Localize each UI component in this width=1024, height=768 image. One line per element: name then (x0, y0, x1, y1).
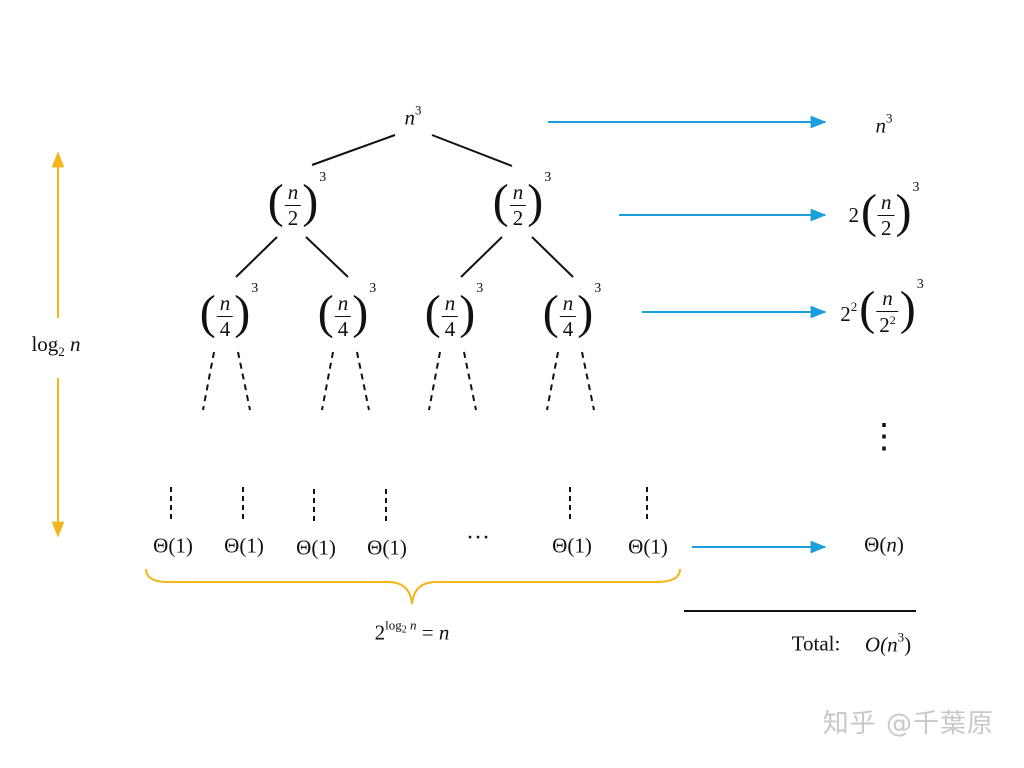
level-cost-0: n3 (876, 112, 893, 137)
cost-coef-base: 2 (840, 301, 851, 326)
edge-root-right (431, 134, 513, 167)
cost-base: n (875, 113, 887, 138)
node-den: 4 (441, 315, 459, 340)
leaf-count-exp: log2 n (385, 617, 417, 636)
cost-coef-exp: 2 (850, 298, 858, 314)
node-den: 4 (216, 315, 234, 340)
node-exp: 3 (369, 281, 377, 296)
leaf-1: Θ(1) (153, 533, 193, 558)
cost-den-exp: 2 (889, 313, 896, 327)
cost-den: 22 (876, 311, 899, 336)
edge-root-left (311, 134, 396, 166)
level-cost-vdots: ⋮ (867, 418, 901, 456)
node-exp: 3 (544, 170, 552, 185)
cost-den: 2 (878, 214, 895, 239)
height-log-base: 2 (58, 344, 65, 359)
leaf-4: Θ(1) (367, 535, 407, 560)
node-exp: 3 (594, 281, 602, 296)
leaf-count-var: n (438, 620, 450, 645)
node-den: 2 (509, 204, 527, 229)
cost-last-prefix: Θ( (864, 532, 887, 557)
leaf-count-exp-var: n (410, 617, 417, 633)
node-num: n (562, 290, 574, 315)
leaf-3: Θ(1) (296, 535, 336, 560)
root-base: n (404, 105, 416, 130)
dashed-edges (202, 351, 595, 411)
node-num: n (512, 179, 524, 204)
total-var: n (887, 632, 898, 657)
node-num: n (287, 179, 299, 204)
cost-last-suffix: ) (896, 532, 904, 557)
tree-root: n3 (405, 104, 422, 129)
node-den: 4 (559, 315, 577, 340)
leaf-dashed-verticals (170, 487, 648, 524)
cost-coef: 22 (840, 300, 857, 325)
edge-l1a-right (305, 236, 349, 278)
leaf-ellipsis: ··· (466, 525, 490, 551)
node-exp: 3 (476, 281, 484, 296)
cost-coef: 2 (848, 202, 860, 227)
cost-num: n (882, 286, 893, 310)
leaves-brace (145, 568, 681, 605)
edge-l1b-right (531, 236, 574, 278)
leaf-count-equals: = (416, 620, 439, 645)
leaf-6: Θ(1) (628, 534, 668, 559)
edge-l1b-left (460, 236, 503, 278)
tree-height-label: log2 n (31, 332, 81, 359)
cost-den-base: 2 (879, 313, 890, 337)
edge-l1a-left (235, 236, 278, 278)
cost-last-var: n (886, 532, 897, 557)
node-num: n (219, 290, 231, 315)
leaf-2: Θ(1) (224, 533, 264, 558)
total-label: Total: (791, 631, 841, 656)
total-close: ) (904, 632, 912, 657)
total-exp: 3 (897, 629, 905, 645)
height-log: log (31, 332, 59, 356)
leaf-count-exp-sub: 2 (401, 624, 407, 636)
cost-exp: 3 (912, 180, 920, 195)
leaf-count-base: 2 (374, 620, 386, 645)
cost-num: n (881, 189, 892, 214)
node-exp: 3 (319, 170, 327, 185)
leaf-5: Θ(1) (552, 533, 592, 558)
root-exp: 3 (415, 102, 422, 118)
height-var: n (70, 332, 81, 356)
cost-exp: 3 (916, 277, 924, 292)
leaf-count-exp-log: log (385, 617, 402, 633)
total-value: O(n3) (865, 631, 911, 656)
level-cost-last: Θ(n) (864, 532, 904, 557)
node-exp: 3 (251, 281, 259, 296)
watermark: 知乎 @千葉原 (822, 709, 994, 739)
node-den: 2 (284, 204, 302, 229)
leaf-count-label: 2log2 n = n (375, 619, 450, 644)
node-den: 4 (334, 315, 352, 340)
node-num: n (444, 290, 456, 315)
cost-exp: 3 (886, 110, 893, 126)
total-func: O( (864, 632, 888, 657)
node-num: n (337, 290, 349, 315)
